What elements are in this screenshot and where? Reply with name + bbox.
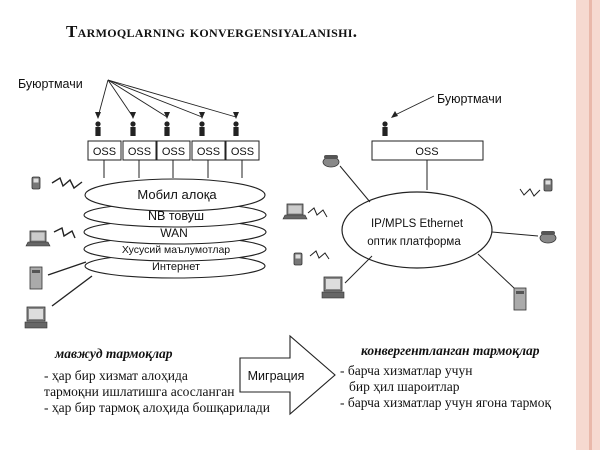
- right-device-deskphone-mid: [539, 230, 557, 244]
- right-note-heading: конвергентланган тармоқлар: [361, 343, 540, 358]
- migration-arrow: [239, 334, 336, 416]
- layer-internet: Интернет: [152, 261, 200, 273]
- left-network-stack: [83, 178, 267, 279]
- platform-ellipse: [341, 191, 493, 269]
- layer-mobile: Мобил алоқа: [137, 187, 217, 202]
- left-device-laptop: [25, 230, 51, 247]
- left-device-links: [47, 176, 93, 307]
- left-customer-arrows: [97, 79, 237, 118]
- right-note-line: - барча хизматлар учун: [340, 363, 473, 378]
- platform-line2: оптик платформа: [367, 236, 461, 248]
- left-oss-label: OSS: [231, 146, 254, 158]
- left-oss-label: OSS: [128, 146, 151, 158]
- right-oss-label: OSS: [415, 146, 438, 158]
- left-note-line: - ҳар бир тармоқ алоҳида бошқарилади: [44, 400, 270, 415]
- right-device-desktop: [321, 276, 345, 299]
- right-note-body: - барча хизматлар учун бир ҳил шароитлар…: [340, 363, 551, 411]
- slide-title: Tarmoqlarning konvergensiyalanishi.: [66, 22, 358, 41]
- layer-wan: WAN: [160, 226, 188, 240]
- right-note-line: бир ҳил шароитлар: [349, 379, 460, 394]
- right-note-line: - барча хизматлар учун ягона тармоқ: [340, 395, 552, 410]
- decorative-stripe-line: [589, 0, 592, 450]
- migration-label: Миграция: [248, 369, 305, 383]
- left-device-desktop: [24, 306, 48, 329]
- right-device-phone: [293, 252, 303, 266]
- right-note: конвергентланган тармоқлар: [361, 343, 540, 359]
- platform-line1: IP/MPLS Ethernet: [371, 218, 464, 230]
- left-note-line: - ҳар бир хизмат алоҳида: [44, 368, 188, 383]
- left-note: мавжуд тармоқлар: [55, 346, 173, 362]
- left-note-body: - ҳар бир хизмат алоҳида тармоқни ишлати…: [44, 368, 270, 416]
- left-oss-connectors: [103, 160, 243, 178]
- right-device-deskphone: [322, 154, 340, 168]
- left-note-heading: мавжуд тармоқлар: [55, 346, 173, 361]
- layer-nb-voice: NB товуш: [148, 209, 204, 223]
- right-device-tower: [513, 287, 527, 311]
- right-customer-icon: [382, 121, 388, 136]
- left-oss-label: OSS: [93, 146, 116, 158]
- left-device-tower: [29, 266, 43, 290]
- left-customer-label: Буюртмачи: [18, 77, 83, 91]
- right-device-phone-top: [543, 178, 553, 192]
- decorative-stripe: [576, 0, 600, 450]
- left-customer-icons: [95, 121, 239, 136]
- right-device-laptop: [282, 203, 308, 220]
- left-note-line: тармоқни ишлатишга асосланган: [44, 384, 235, 399]
- left-oss-label: OSS: [197, 146, 220, 158]
- left-arrowheads: [95, 112, 239, 119]
- right-customer-label: Буюртмачи: [437, 92, 502, 106]
- left-oss-row: OSS OSS OSS OSS OSS: [87, 140, 260, 161]
- right-device-links: [307, 165, 541, 289]
- left-oss-label: OSS: [162, 146, 185, 158]
- layer-private-data: Хусусий маълумотлар: [122, 244, 230, 256]
- left-device-phone: [31, 176, 41, 190]
